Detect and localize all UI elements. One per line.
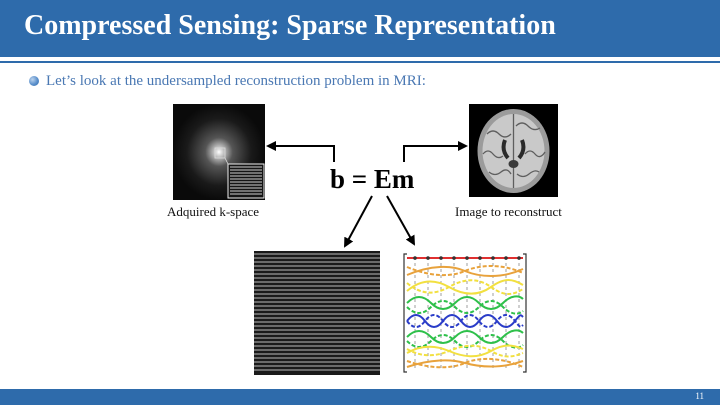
arrow-to-image	[403, 141, 468, 162]
slide-number: 11	[695, 391, 704, 401]
basis-graphic	[401, 251, 529, 375]
kspace-image	[173, 104, 265, 200]
title-bar: Compressed Sensing: Sparse Representatio…	[0, 0, 720, 57]
brain-graphic	[469, 104, 558, 197]
equation: b = Em	[330, 164, 415, 194]
bullet-text: Let’s look at the undersampled reconstru…	[46, 73, 426, 89]
slide-title: Compressed Sensing: Sparse Representatio…	[24, 10, 556, 41]
title-divider	[0, 61, 720, 63]
fourier-basis-matrix	[401, 251, 529, 375]
brain-mri-image	[469, 104, 558, 197]
arrow-to-sampling	[344, 195, 373, 248]
kspace-caption: Adquired k-space	[167, 204, 260, 219]
arrow-to-kspace	[266, 141, 335, 162]
kspace-graphic	[173, 104, 265, 200]
image-caption: Image to reconstruct	[455, 204, 562, 219]
footer-bar: 11	[0, 389, 720, 405]
arrow-to-basis	[386, 195, 415, 246]
sampling-matrix	[254, 251, 380, 375]
bullet-icon	[29, 76, 39, 86]
sampling-stripes	[254, 251, 380, 375]
